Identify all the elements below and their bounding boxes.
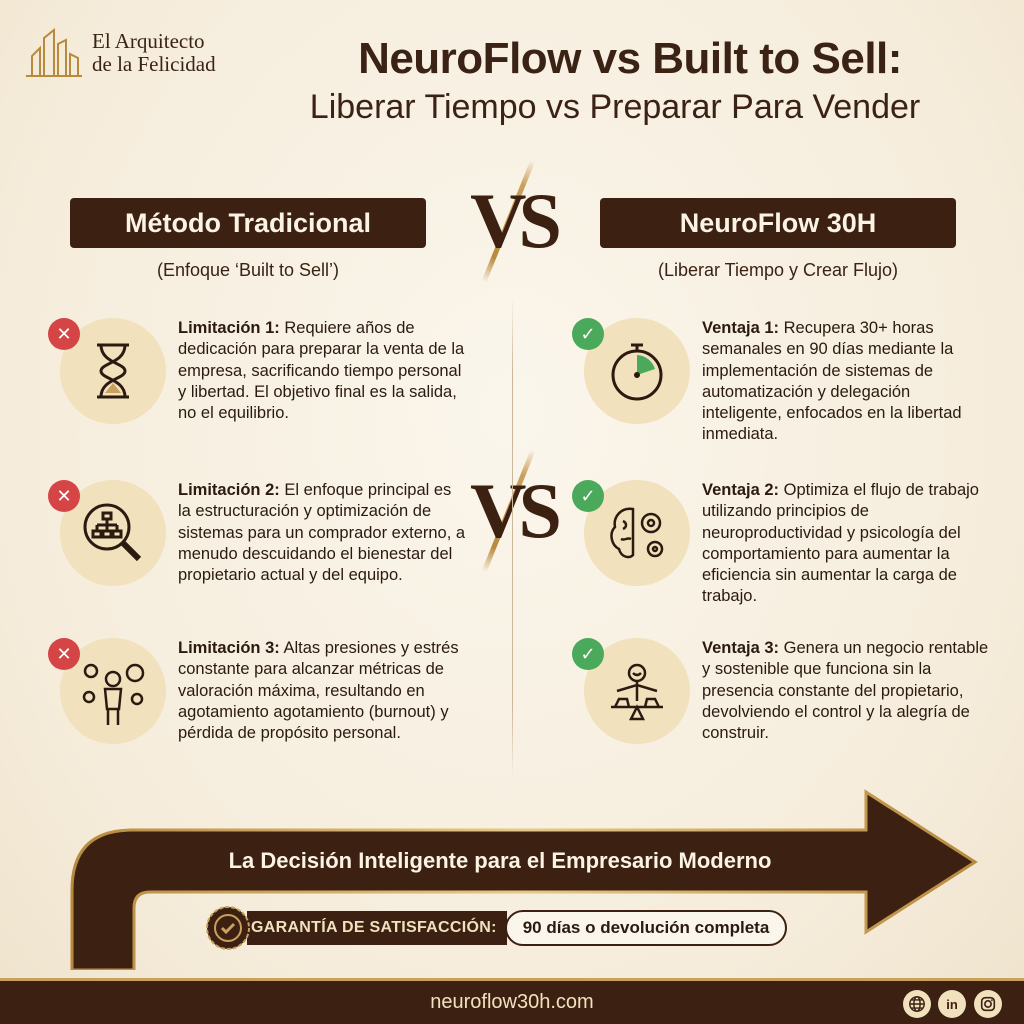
brain-gears-icon bbox=[610, 507, 664, 559]
building-logo-icon bbox=[26, 28, 82, 77]
item-text: Altas presiones y estrés constante para … bbox=[178, 639, 459, 743]
column-divider bbox=[512, 300, 513, 780]
website-link[interactable]: neuroflow30h.com bbox=[430, 991, 594, 1013]
vs-text: VS bbox=[470, 467, 562, 554]
stressed-person-gears-icon bbox=[82, 663, 145, 725]
stopwatch-icon bbox=[611, 343, 663, 401]
page-title: NeuroFlow vs Built to Sell: bbox=[358, 34, 902, 83]
check-icon: ✓ bbox=[572, 480, 604, 512]
hourglass-icon bbox=[97, 343, 129, 399]
right-column-heading: NeuroFlow 30H bbox=[600, 198, 956, 248]
item-label: Ventaja 2: bbox=[702, 481, 780, 499]
item-text: Optimiza el flujo de trabajo utilizando … bbox=[702, 481, 979, 606]
brand-logo: El Arquitecto de la Felicidad bbox=[24, 28, 216, 78]
item-label: Limitación 3: bbox=[178, 639, 280, 657]
item-label: Limitación 2: bbox=[178, 481, 280, 499]
banner-title: La Decisión Inteligente para el Empresar… bbox=[228, 848, 772, 873]
left-column-subheading: (Enfoque ‘Built to Sell’) bbox=[156, 260, 340, 280]
item-text: Requiere años de dedicación para prepara… bbox=[178, 319, 465, 423]
vs-mark-top: VS bbox=[462, 159, 562, 283]
check-icon: ✓ bbox=[572, 638, 604, 670]
page-subtitle: Liberar Tiempo vs Preparar Para Vender bbox=[309, 88, 921, 126]
seal-check-icon bbox=[205, 905, 251, 951]
item-label: Limitación 1: bbox=[178, 319, 280, 337]
item-label: Ventaja 1: bbox=[702, 319, 780, 337]
item-text: Genera un negocio rentable y sostenible … bbox=[702, 639, 989, 743]
icon-circle bbox=[584, 638, 690, 744]
item-label: Ventaja 3: bbox=[702, 639, 780, 657]
balanced-person-icon bbox=[611, 663, 663, 721]
footer: neuroflow30h.com in bbox=[0, 978, 1024, 1024]
guarantee-label: GARANTÍA DE SATISFACCIÓN: bbox=[247, 911, 507, 945]
icon-circle bbox=[60, 480, 166, 586]
globe-icon[interactable] bbox=[903, 990, 931, 1018]
brand-line-2: de la Felicidad bbox=[92, 52, 216, 76]
left-column-heading: Método Tradicional bbox=[70, 198, 426, 248]
instagram-icon[interactable] bbox=[974, 990, 1002, 1018]
right-column-subheading: (Liberar Tiempo y Crear Flujo) bbox=[657, 260, 899, 280]
guarantee-value: 90 días o devolución completa bbox=[504, 910, 788, 946]
decision-arrow bbox=[70, 789, 978, 970]
guarantee-badge: GARANTÍA DE SATISFACCIÓN: 90 días o devo… bbox=[205, 905, 788, 951]
brand-line-1: El Arquitecto bbox=[92, 29, 205, 53]
cross-icon: ✕ bbox=[48, 318, 80, 350]
cross-icon: ✕ bbox=[48, 638, 80, 670]
magnifier-org-chart-icon bbox=[83, 503, 142, 562]
icon-circle bbox=[584, 318, 690, 424]
linkedin-icon[interactable]: in bbox=[938, 990, 966, 1018]
vs-text: VS bbox=[470, 177, 562, 264]
item-text: El enfoque principal es la estructuració… bbox=[178, 481, 466, 585]
check-icon: ✓ bbox=[572, 318, 604, 350]
cross-icon: ✕ bbox=[48, 480, 80, 512]
vs-mark-middle: VS bbox=[462, 449, 562, 573]
item-text: Recupera 30+ horas semanales en 90 días … bbox=[702, 319, 962, 444]
